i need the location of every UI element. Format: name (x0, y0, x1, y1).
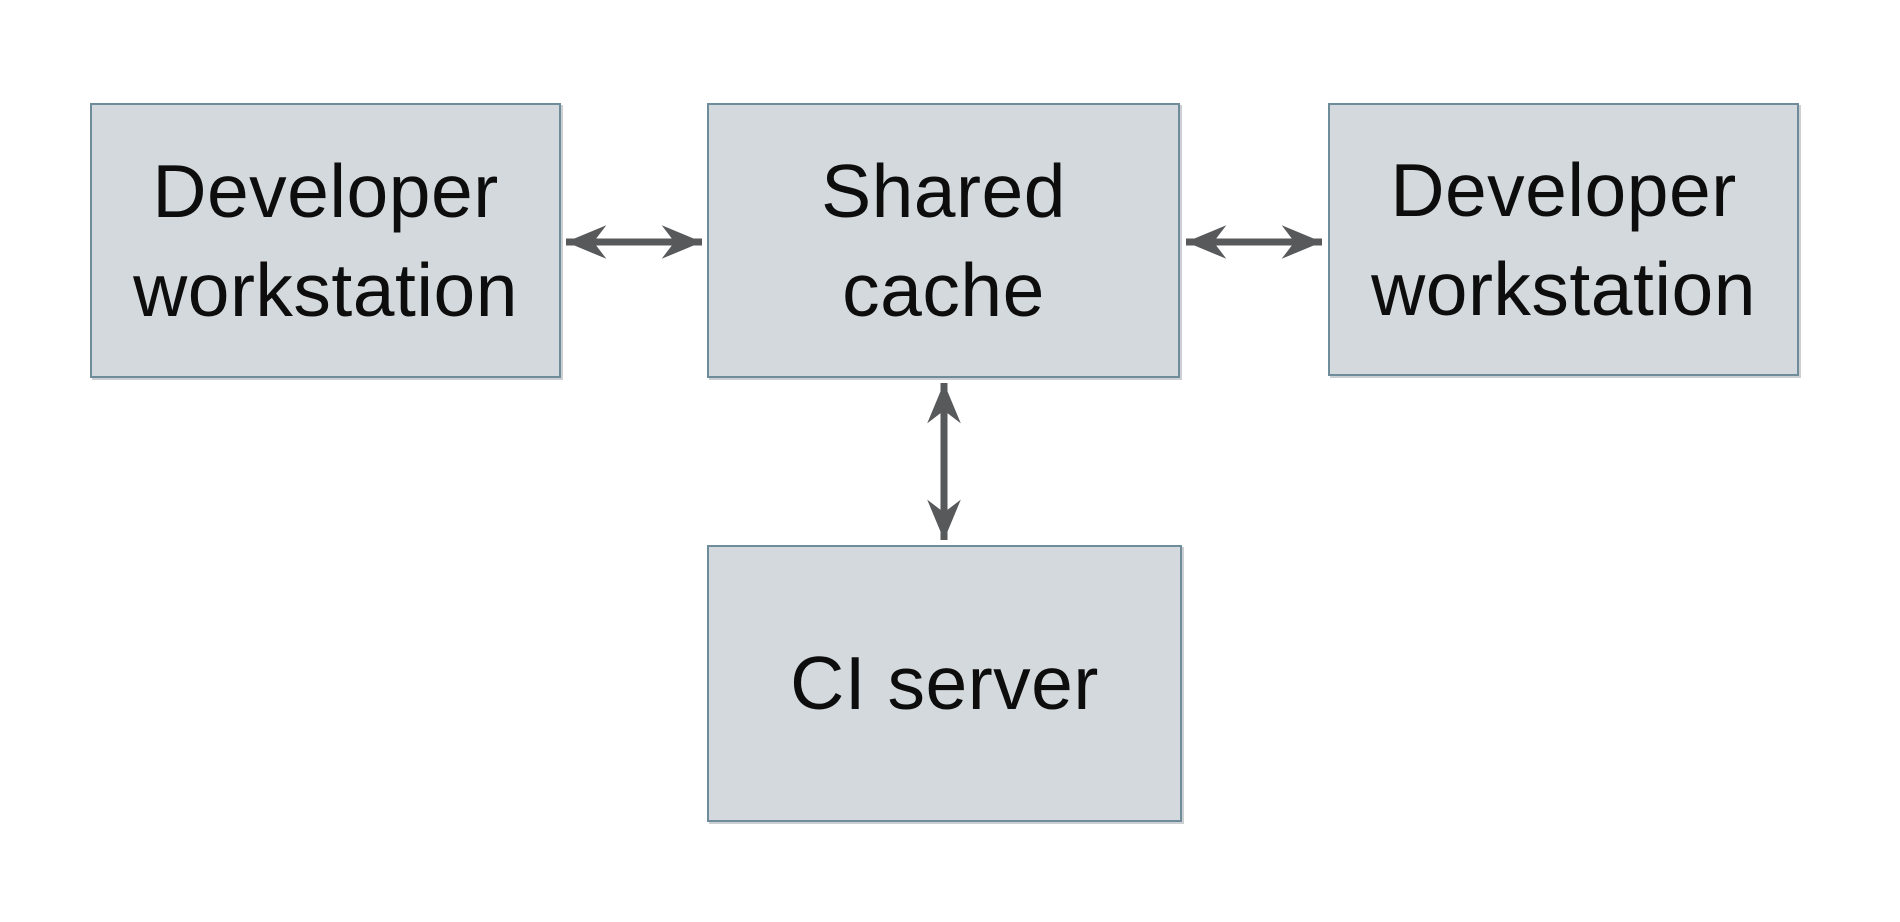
node-shared-cache: Shared cache (707, 103, 1180, 378)
node-developer-workstation-right: Developer workstation (1328, 103, 1799, 376)
node-developer-workstation-left: Developer workstation (90, 103, 561, 378)
node-ci-server: CI server (707, 545, 1182, 822)
node-label-shared-cache: Shared cache (821, 149, 1066, 332)
node-label-ci-server: CI server (790, 641, 1099, 726)
node-label-developer-workstation-left: Developer workstation (133, 149, 518, 332)
node-label-developer-workstation-right: Developer workstation (1371, 148, 1756, 331)
